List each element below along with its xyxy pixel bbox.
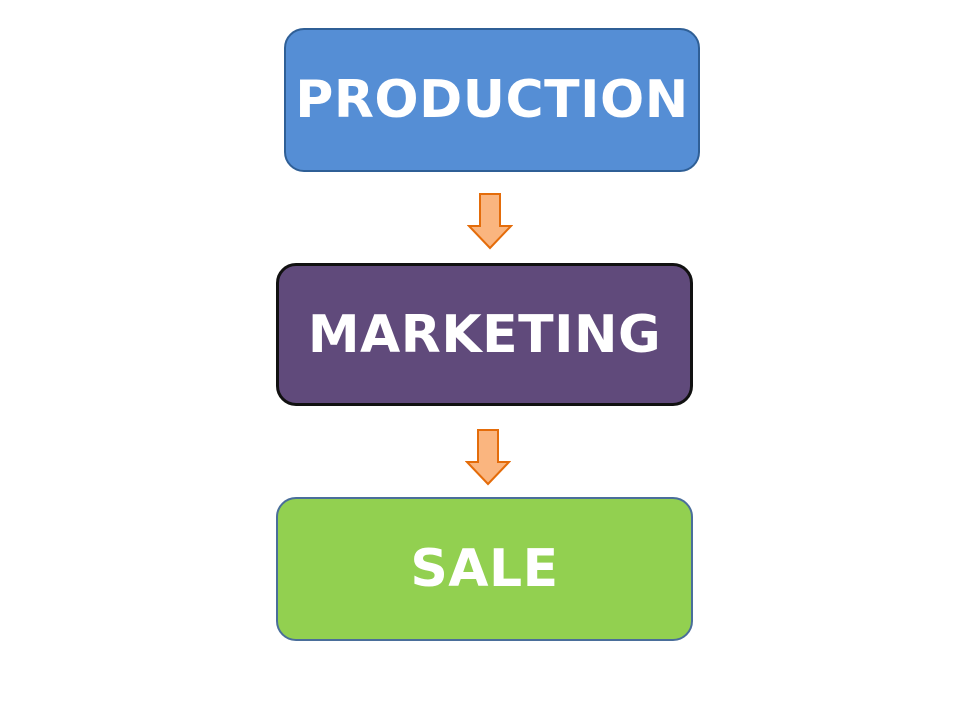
sale-label: SALE — [410, 539, 559, 599]
sale-box: SALE — [276, 497, 693, 641]
production-label: PRODUCTION — [295, 70, 689, 130]
down-arrow-icon — [465, 429, 511, 486]
marketing-box: MARKETING — [276, 263, 693, 406]
production-box: PRODUCTION — [284, 28, 700, 172]
marketing-label: MARKETING — [307, 304, 662, 365]
down-arrow-icon — [467, 193, 513, 250]
